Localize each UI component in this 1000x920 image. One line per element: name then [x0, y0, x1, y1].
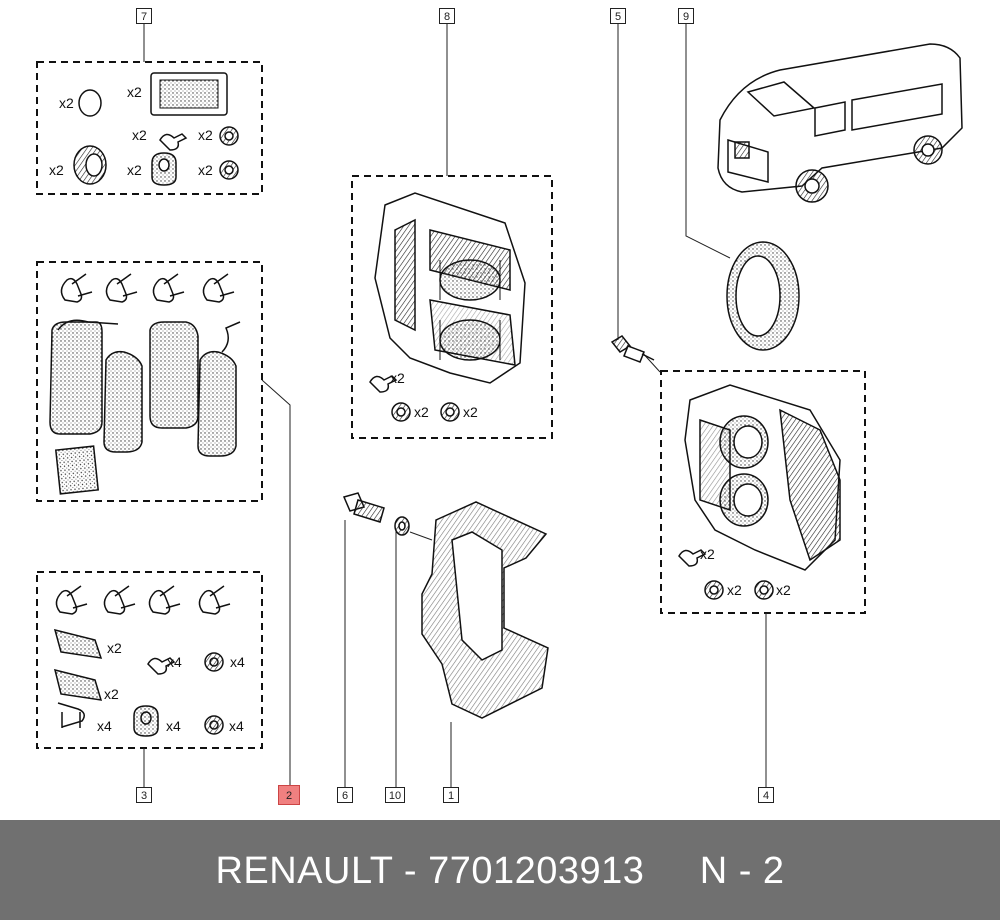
shim-plate-icon	[53, 668, 103, 701]
qty-label: x2	[104, 686, 119, 702]
clip-icon	[60, 277, 83, 303]
qty-label: x2	[414, 404, 429, 420]
seal-icon	[204, 652, 224, 672]
caliper-8-drawing	[369, 192, 526, 422]
qty-label: x2	[776, 582, 791, 598]
qty-label: x2	[107, 640, 122, 656]
callout-3[interactable]: 3	[136, 787, 152, 803]
screw-small-icon	[678, 549, 707, 567]
clip-icon	[202, 277, 225, 303]
instruction-leaflet-icon	[54, 445, 100, 495]
bush-icon	[133, 705, 159, 737]
qty-label: x2	[127, 84, 142, 100]
kit-3-parts	[53, 585, 231, 737]
callout-5[interactable]: 5	[610, 8, 626, 24]
callout-10[interactable]: 10	[385, 787, 405, 803]
ring-icon	[204, 715, 224, 735]
brake-pad-icon	[197, 350, 237, 457]
screw-small-icon	[369, 375, 398, 393]
clip-icon	[152, 277, 175, 303]
qty-label: x2	[127, 162, 142, 178]
pad-set-2-box	[36, 261, 263, 502]
caliper-8-box	[351, 175, 553, 439]
bolt-6-drawing	[342, 492, 385, 523]
bleed-screw-5-drawing	[610, 335, 655, 363]
clip-icon	[105, 277, 128, 303]
clip-icon	[148, 589, 171, 615]
parts-diagram: x2 x2 x2 x2 x2 x2 x2 x2 x2 x2 x2 x4 x4 x…	[36, 8, 963, 805]
qty-label: x2	[390, 370, 405, 386]
kit-7-box	[36, 61, 263, 195]
qty-label: x4	[230, 654, 245, 670]
qty-label: x2	[132, 127, 147, 143]
callout-8[interactable]: 8	[439, 8, 455, 24]
screw-small-icon	[147, 657, 176, 675]
kit-3-box	[36, 571, 263, 749]
qty-label: x4	[167, 654, 182, 670]
qty-label: x2	[198, 127, 213, 143]
o-ring-icon	[78, 89, 102, 117]
spring-clip-icon	[57, 702, 85, 728]
qty-label: x4	[97, 718, 112, 734]
callout-9[interactable]: 9	[678, 8, 694, 24]
shim-plate-icon	[53, 628, 103, 659]
van-drawing	[717, 43, 963, 203]
washer-10-drawing	[394, 516, 410, 536]
qty-label: x2	[59, 95, 74, 111]
pad-set-2-parts	[49, 273, 241, 495]
brake-pad-icon	[149, 321, 199, 429]
kit-7-parts	[73, 72, 239, 186]
qty-label: x2	[727, 582, 742, 598]
clip-icon	[103, 589, 126, 615]
qty-label: x4	[229, 718, 244, 734]
caliper-4-drawing	[678, 384, 841, 600]
qty-label: x2	[700, 546, 715, 562]
callout-2-selected[interactable]: 2	[278, 785, 300, 805]
callout-6[interactable]: 6	[337, 787, 353, 803]
part-number-footer: RENAULT - 7701203913 N - 2	[0, 820, 1000, 920]
qty-label: x4	[166, 718, 181, 734]
clip-icon	[198, 589, 221, 615]
qty-label: x2	[198, 162, 213, 178]
brake-pad-icon	[49, 321, 103, 435]
qty-label: x2	[463, 404, 478, 420]
seal-ring-9-drawing	[726, 241, 800, 351]
caliper-4-box	[660, 370, 866, 614]
caliper-bracket-1-drawing	[421, 501, 549, 719]
callout-4[interactable]: 4	[758, 787, 774, 803]
part-number-label: RENAULT - 7701203913 N - 2	[215, 850, 785, 892]
leader-lines	[143, 24, 767, 787]
qty-label: x2	[49, 162, 64, 178]
clip-icon	[55, 589, 78, 615]
callout-1[interactable]: 1	[443, 787, 459, 803]
brake-pad-icon	[103, 350, 143, 453]
wear-sensor-wire-icon	[221, 321, 241, 353]
exploded-view	[36, 24, 963, 787]
callout-7[interactable]: 7	[136, 8, 152, 24]
screw-small-icon	[159, 133, 188, 151]
